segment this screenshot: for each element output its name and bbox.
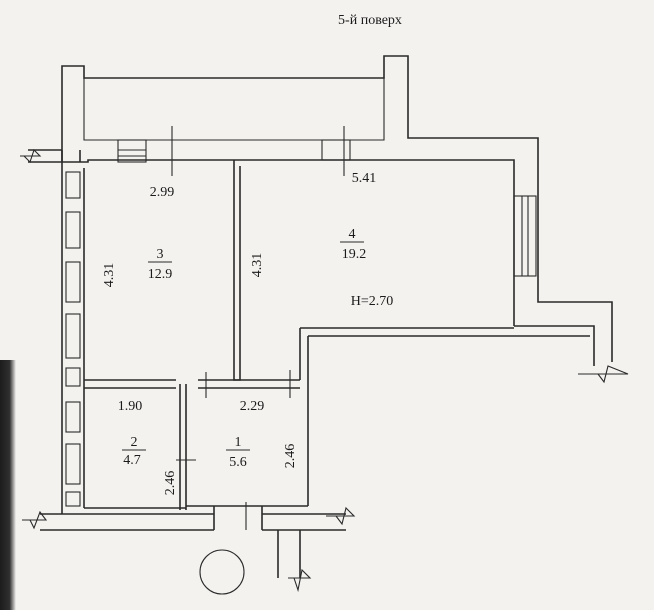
room-3: 3 12.9 <box>148 247 173 282</box>
room-1: 1 5.6 <box>226 435 250 470</box>
ceiling-height: H=2.70 <box>351 294 394 309</box>
photo-shadow <box>0 360 16 610</box>
room-1-number: 1 <box>235 435 242 450</box>
balcony <box>61 55 516 162</box>
dim-room3-depth: 4.31 <box>102 263 117 288</box>
room-4-area: 19.2 <box>342 247 367 262</box>
left-window-bars <box>65 171 81 507</box>
dim-room1-depth: 2.46 <box>283 444 298 469</box>
break-marks <box>20 148 629 593</box>
dimension-ticks <box>171 126 345 530</box>
dim-room2-width: 1.90 <box>118 399 143 414</box>
room-2-area: 4.7 <box>123 453 141 468</box>
dim-room4-depth: 4.31 <box>250 253 265 278</box>
room-4: 4 19.2 <box>340 227 366 262</box>
room-2-number: 2 <box>131 435 138 450</box>
room-3-number: 3 <box>157 247 164 262</box>
room-1-area: 5.6 <box>229 455 247 470</box>
room-2: 2 4.7 <box>122 435 146 468</box>
dim-room4-width: 5.41 <box>352 171 377 186</box>
dim-room2-depth: 2.46 <box>163 471 178 496</box>
top-windows <box>117 139 537 277</box>
interior-walls <box>84 160 308 510</box>
dim-room3-width: 2.99 <box>150 185 175 200</box>
outer-walls <box>28 137 613 578</box>
room-3-area: 12.9 <box>148 267 173 282</box>
dim-room1-width: 2.29 <box>240 399 265 414</box>
room-4-number: 4 <box>349 227 356 242</box>
shaft-circle <box>199 549 245 595</box>
floor-title: 5-й поверх <box>338 13 402 28</box>
